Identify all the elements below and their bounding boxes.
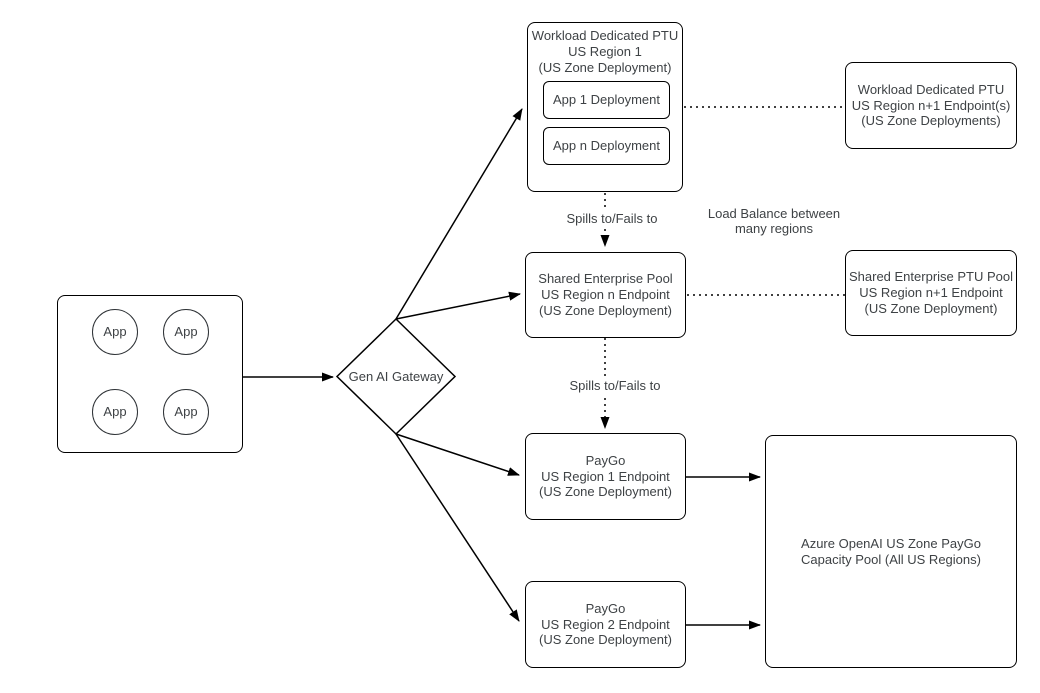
app-label: App — [103, 324, 127, 340]
shared-pool-n1-box: Shared Enterprise PTU Pool US Region n+1… — [845, 250, 1017, 336]
app-node: App — [163, 309, 209, 355]
workload-region-n1-label: Workload Dedicated PTU US Region n+1 End… — [851, 81, 1011, 129]
shared-pool-label: Shared Enterprise Pool US Region n Endpo… — [538, 271, 673, 318]
workload-region-n1-box: Workload Dedicated PTU US Region n+1 End… — [845, 62, 1017, 149]
paygo-region1-label: PayGo US Region 1 Endpoint (US Zone Depl… — [539, 452, 672, 500]
edge-gateway-to-shared-pool — [395, 291, 521, 320]
app-label: App — [174, 324, 198, 340]
gateway-label: Gen AI Gateway — [348, 369, 444, 384]
workload-region1-title: Workload Dedicated PTU US Region 1 (US Z… — [531, 28, 679, 75]
azure-paygo-pool-box: Azure OpenAI US Zone PayGo Capacity Pool… — [765, 435, 1017, 668]
app-node: App — [92, 309, 138, 355]
azure-paygo-pool-label: Azure OpenAI US Zone PayGo Capacity Pool… — [801, 535, 981, 567]
app-node: App — [163, 389, 209, 435]
spills-label-2: Spills to/Fails to — [543, 377, 687, 395]
spills-label-1: Spills to/Fails to — [540, 210, 684, 228]
load-balance-label: Load Balance between many regions — [672, 205, 876, 238]
shared-pool-n1-label: Shared Enterprise PTU Pool US Region n+1… — [848, 269, 1014, 316]
app-label: App — [174, 404, 198, 420]
paygo-region1-box: PayGo US Region 1 Endpoint (US Zone Depl… — [525, 433, 686, 520]
paygo-region2-box: PayGo US Region 2 Endpoint (US Zone Depl… — [525, 581, 686, 668]
apps-group-box: App App App App — [57, 295, 243, 453]
app-node: App — [92, 389, 138, 435]
appn-deployment-box: App n Deployment — [543, 127, 670, 165]
app1-deployment-box: App 1 Deployment — [543, 81, 670, 119]
workload-region1-box: Workload Dedicated PTU US Region 1 (US Z… — [527, 22, 683, 192]
gateway-diamond-shape — [335, 317, 457, 436]
app-label: App — [103, 404, 127, 420]
appn-deployment-label: App n Deployment — [553, 138, 660, 154]
shared-pool-box: Shared Enterprise Pool US Region n Endpo… — [525, 252, 686, 338]
app1-deployment-label: App 1 Deployment — [553, 92, 660, 108]
edge-gateway-to-workload — [395, 108, 523, 320]
edge-gateway-to-paygo1 — [395, 433, 520, 476]
paygo-region2-label: PayGo US Region 2 Endpoint (US Zone Depl… — [539, 600, 672, 648]
edge-gateway-to-paygo2 — [395, 433, 520, 622]
